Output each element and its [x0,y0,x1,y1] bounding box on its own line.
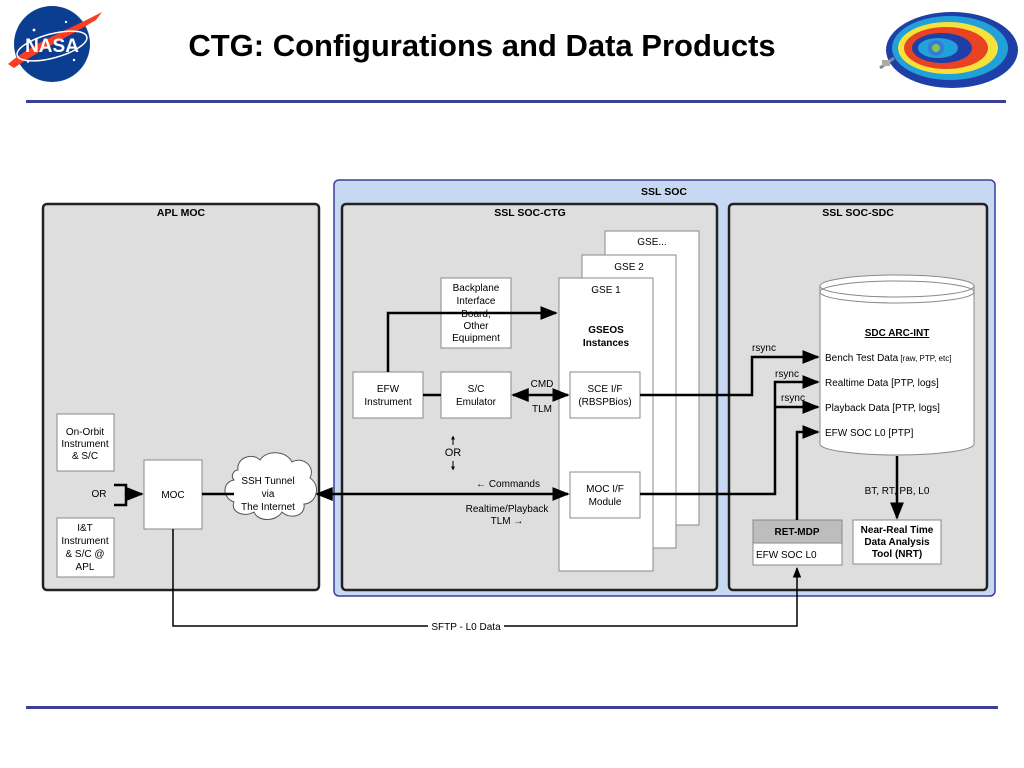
sftp-label-bg [428,620,504,632]
svg-text:Instrument: Instrument [61,439,108,450]
it-instrument-box: I&T Instrument & S/C @ APL [56,517,115,578]
svg-text:NASA: NASA [25,36,79,57]
svg-text:Tool (NRT): Tool (NRT) [872,549,922,560]
svg-text:SSH Tunnel: SSH Tunnel [241,476,294,487]
svg-text:RET-MDP: RET-MDP [775,527,820,538]
connectors [114,306,904,520]
commands-label: ← Commands [476,479,540,490]
realtime-playback-label: Realtime/Playback [466,504,550,515]
tlm-arrow-label: TLM → [491,516,524,527]
svg-text:EFW: EFW [377,384,400,395]
svg-text:Emulator: Emulator [456,397,497,408]
svg-text:Instances: Instances [583,338,630,349]
svg-text:Board,: Board, [461,309,490,320]
svg-text:Interface: Interface [457,296,496,307]
tlm-label: TLM [532,404,552,415]
svg-text:SCE I/F: SCE I/F [587,384,622,395]
sdc-arc-int-cylinder: SDC ARC-INT Bench Test Data [raw, PTP, e… [819,274,975,456]
svg-text:MOC: MOC [161,490,184,501]
svg-text:Near-Real Time: Near-Real Time [861,525,934,536]
ssl-soc-sdc-label: SSL SOC-SDC [822,207,894,219]
efw-soc-l0-label: EFW SOC L0 [PTP] [825,428,914,439]
svg-text:Data Analysis: Data Analysis [864,537,930,548]
svg-text:Other: Other [463,321,489,332]
sftp-label: SFTP - L0 Data [431,622,501,633]
or-middle-label: OR [445,447,462,459]
svg-text:S/C: S/C [468,384,485,395]
svg-text:Bench Test Data [raw, PTP, etc: Bench Test Data [raw, PTP, etc] [825,353,951,364]
svg-text:GSE...: GSE... [637,237,666,248]
radiation-belt-graphic-icon [879,12,1018,88]
svg-text:APL: APL [76,562,95,573]
rsync-playback-label: rsync [781,393,805,404]
svg-text:via: via [262,489,275,500]
svg-text:I&T: I&T [77,523,93,534]
ssl-soc-ctg-label: SSL SOC-CTG [494,207,566,219]
moc-if-box: MOC I/F Module [569,471,641,519]
ssl-soc-label: SSL SOC [641,186,687,198]
gse1-box: GSE 1 GSEOS Instances [558,277,654,572]
slide-title: CTG: Configurations and Data Products [188,28,776,63]
bench-test-label: Bench Test Data [825,353,899,364]
svg-text:GSE 1: GSE 1 [591,285,621,296]
svg-text:On-Orbit: On-Orbit [66,427,105,438]
efw-instrument-box: EFW Instrument [352,371,424,419]
svg-text:Instrument: Instrument [364,397,411,408]
svg-text:GSE 2: GSE 2 [614,262,644,273]
svg-text:The Internet: The Internet [241,502,295,513]
svg-text:Module: Module [589,497,622,508]
sc-emulator-box: S/C Emulator [440,371,512,419]
rsync-realtime-label: rsync [775,369,799,380]
playback-data-label: Playback Data [PTP, logs] [825,403,940,414]
sdc-arc-int-label: SDC ARC-INT [865,328,930,339]
svg-text:& S/C @: & S/C @ [65,549,104,560]
bottom-divider [26,706,998,709]
svg-text:Backplane: Backplane [453,283,500,294]
rsync-bench-label: rsync [752,343,776,354]
moc-box: MOC [143,459,203,530]
svg-text:(RBSPBios): (RBSPBios) [578,397,631,408]
top-divider [26,100,1006,103]
svg-text:Equipment: Equipment [452,333,500,344]
ret-mdp-box: RET-MDP EFW SOC L0 [752,519,843,566]
sce-if-box: SCE I/F (RBSPBios) [569,371,641,419]
nasa-meatball-logo-icon: NASA [8,6,102,82]
svg-text:EFW SOC L0: EFW SOC L0 [756,550,817,561]
nrt-box: Near-Real Time Data Analysis Tool (NRT) [852,519,942,565]
svg-text:GSEOS: GSEOS [588,325,624,336]
or-left-label: OR [92,489,107,500]
bench-test-detail: [raw, PTP, etc] [898,354,951,363]
svg-text:MOC I/F: MOC I/F [586,484,624,495]
apl-moc-label: APL MOC [157,207,206,219]
on-orbit-box: On-Orbit Instrument & S/C [56,413,115,472]
svg-text:& S/C: & S/C [72,451,98,462]
svg-text:Instrument: Instrument [61,536,108,547]
realtime-data-label: Realtime Data [PTP, logs] [825,378,939,389]
ssh-tunnel-cloud: SSH Tunnel via The Internet [224,452,318,520]
cmd-label: CMD [531,379,554,390]
